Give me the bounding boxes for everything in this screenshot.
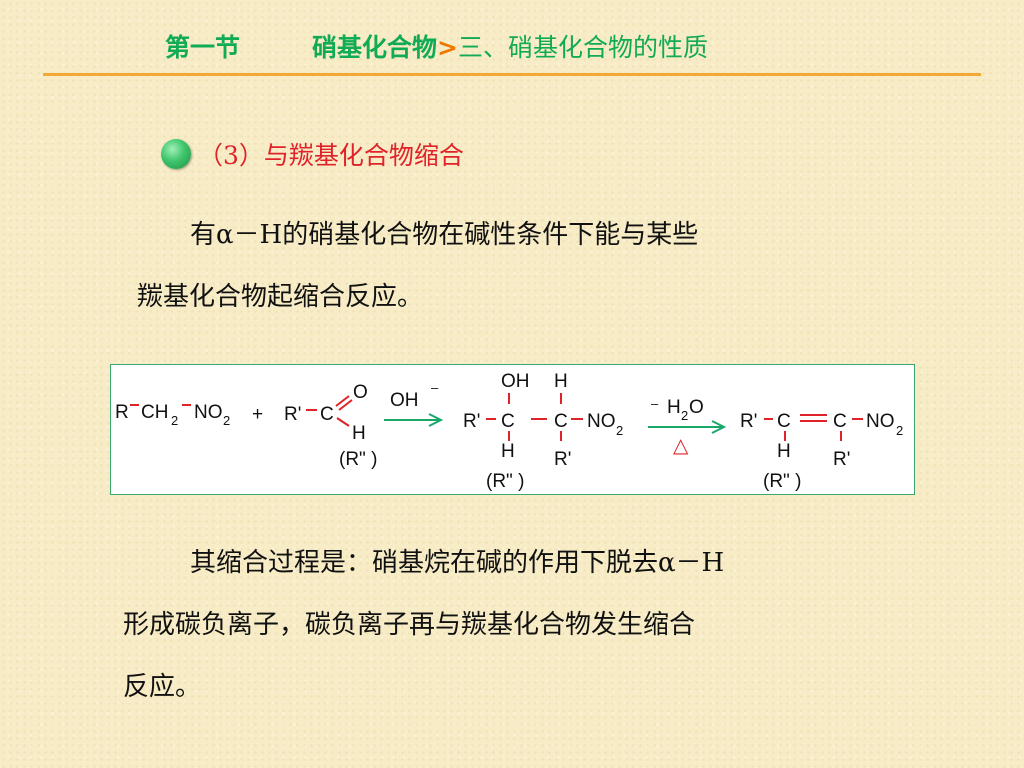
intro-paragraph-line-1: 有α－H的硝基化合物在碱性条件下能与某些 [190, 220, 699, 250]
r-double-prime-label: (R" ) [339, 449, 377, 470]
green-bullet-icon [161, 139, 191, 169]
heat-triangle-icon: △ [673, 435, 689, 457]
no-label: NO [866, 411, 895, 432]
ch-label: CH [141, 402, 168, 423]
subsection-label: 三、硝基化合物的性质 [457, 33, 708, 62]
topic-heading: （3）与羰基化合物缩合 [198, 141, 464, 170]
subscript-2: 2 [171, 413, 178, 428]
hydrogen-top-label: H [554, 371, 568, 392]
oxygen-label: O [353, 382, 368, 403]
carbon-1-label: C [501, 411, 515, 432]
reaction-arrow-icon [711, 420, 727, 434]
slide-header: 第一节 硝基化合物>三、硝基化合物的性质 [0, 22, 1024, 66]
carbon-2-label: C [833, 411, 847, 432]
hydrogen-bottom-label: H [777, 441, 791, 462]
plus-sign: + [252, 404, 263, 425]
r-prime-label: R' [463, 411, 480, 432]
subscript-2: 2 [616, 423, 623, 438]
water-o-label: O [689, 397, 704, 418]
subscript-2: 2 [223, 413, 230, 428]
breadcrumb-arrow: > [437, 33, 458, 62]
r-double-prime-label: (R" ) [486, 471, 524, 492]
header-divider [43, 73, 981, 76]
double-bond-line [338, 399, 353, 411]
double-bond-line [335, 395, 350, 407]
r-prime-bottom-label: R' [554, 449, 571, 470]
subscript-2: 2 [896, 423, 903, 438]
mechanism-paragraph-line-2: 形成碳负离子，碳负离子再与羰基化合物发生缩合 [123, 610, 696, 640]
carbon-2-label: C [554, 411, 568, 432]
mechanism-paragraph-line-1: 其缩合过程是：硝基烷在碱的作用下脱去α－H [190, 548, 725, 578]
intro-paragraph-line-2: 羰基化合物起缩合反应。 [137, 282, 424, 312]
carbon-label: C [320, 404, 334, 425]
bond-line [336, 417, 350, 427]
subscript-2: 2 [681, 408, 688, 423]
r-prime-label: R' [284, 404, 301, 425]
reaction-scheme: R CH 2 NO 2 + R' C O H (R" ) OH – OH H R… [110, 364, 915, 495]
mechanism-paragraph-line-3: 反应。 [123, 672, 202, 702]
chapter-title: 硝基化合物>三、硝基化合物的性质 [312, 28, 708, 64]
hydroxide-label: OH [390, 390, 419, 411]
minus-sign: – [651, 396, 659, 411]
chapter-label: 硝基化合物 [312, 33, 438, 62]
r-label: R [115, 402, 129, 423]
no-label: NO [194, 402, 223, 423]
hydrogen-label: H [352, 423, 366, 444]
carbon-1-label: C [777, 411, 791, 432]
reaction-diagram: R CH 2 NO 2 + R' C O H (R" ) OH – OH H R… [115, 371, 903, 492]
section-label: 第一节 [165, 33, 241, 62]
hydroxyl-label: OH [501, 371, 530, 392]
hydrogen-bottom-label: H [501, 441, 515, 462]
r-prime-bottom-label: R' [833, 449, 850, 470]
water-h-label: H [667, 397, 681, 418]
negative-charge: – [431, 380, 439, 395]
r-prime-label: R' [740, 411, 757, 432]
reaction-arrow-icon [428, 413, 444, 427]
r-double-prime-label: (R" ) [763, 471, 801, 492]
no-label: NO [587, 411, 616, 432]
